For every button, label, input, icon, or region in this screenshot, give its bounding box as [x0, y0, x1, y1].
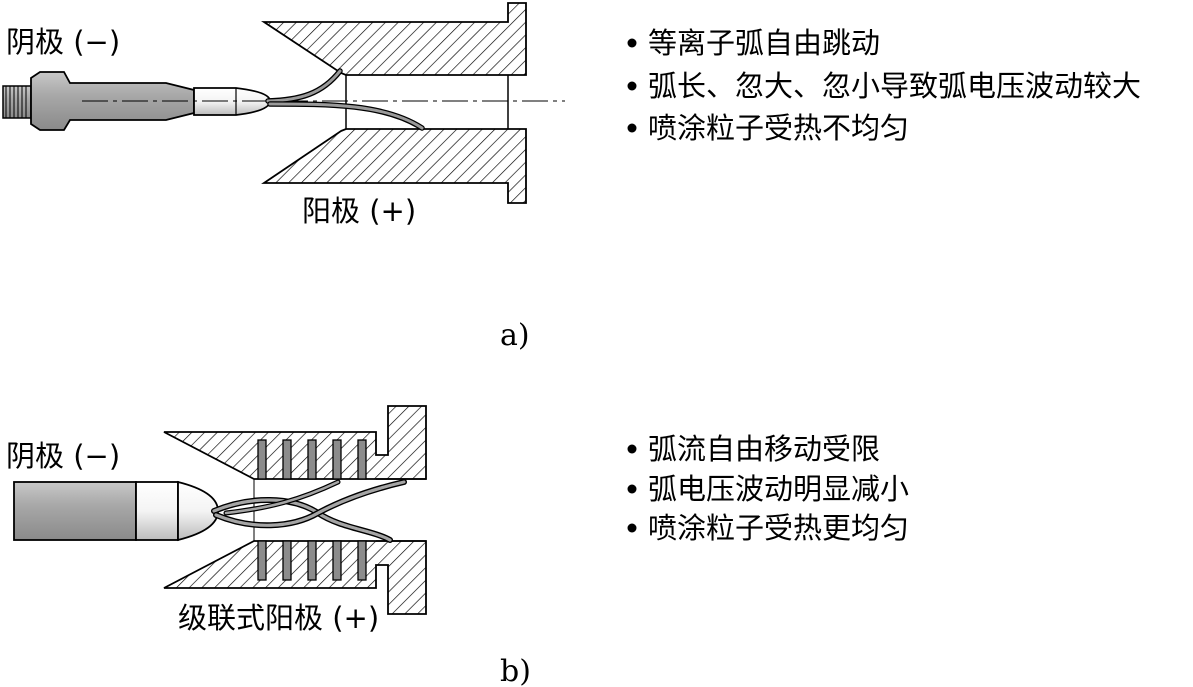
- panel-a: 阴极 (−) 阳极 (+) a) 等离子弧自由跳动 弧长、忽大、忽小导致弧电压波…: [2, 2, 1141, 353]
- bullet-dot: [627, 81, 637, 91]
- bullet-dot: [627, 444, 637, 454]
- thread-lines: [5, 86, 27, 118]
- cathode-thread: [2, 85, 32, 119]
- anode-label-b: 级联式阳极 (+): [178, 601, 379, 635]
- bullet-item: 喷涂粒子受热不均匀: [648, 111, 909, 145]
- plasma-arc-a: [265, 68, 425, 131]
- cathode-electrode-b: [13, 480, 219, 542]
- cascade-anode-upper: [163, 405, 427, 480]
- bullet-item: 喷涂粒子受热更均匀: [648, 511, 909, 545]
- bullet-item: 弧电压波动明显减小: [648, 472, 909, 506]
- anode-nozzle-top: [261, 2, 527, 76]
- bullet-item: 等离子弧自由跳动: [648, 26, 880, 60]
- plasma-arc-b: [211, 479, 407, 543]
- anode-label-a: 阳极 (+): [302, 194, 416, 228]
- caption-a: a): [500, 318, 530, 353]
- anode-nozzle-bottom: [261, 128, 527, 204]
- bullet-dot: [627, 38, 637, 48]
- cathode-collar-b: [135, 481, 179, 541]
- bullet-item: 弧流自由移动受限: [648, 432, 880, 466]
- caption-b: b): [500, 654, 531, 687]
- insulator-plates: [257, 439, 367, 581]
- panel-b: 阴极 (−) 级联式阳极 (+) b) 弧流自由移动受限 弧电压波动明显减小 喷…: [6, 405, 909, 687]
- bullet-dot: [627, 484, 637, 494]
- bullet-list-a: 等离子弧自由跳动 弧长、忽大、忽小导致弧电压波动较大 喷涂粒子受热不均匀: [627, 26, 1141, 145]
- bullet-dot: [627, 123, 637, 133]
- cathode-rod-b: [13, 481, 137, 541]
- cathode-label-a: 阴极 (−): [6, 25, 120, 59]
- bullet-dot: [627, 523, 637, 533]
- bullet-list-b: 弧流自由移动受限 弧电压波动明显减小 喷涂粒子受热更均匀: [627, 432, 909, 545]
- bullet-item: 弧长、忽大、忽小导致弧电压波动较大: [648, 69, 1141, 103]
- cathode-label-b: 阴极 (−): [6, 439, 120, 473]
- cathode-electrode-a: [2, 71, 271, 131]
